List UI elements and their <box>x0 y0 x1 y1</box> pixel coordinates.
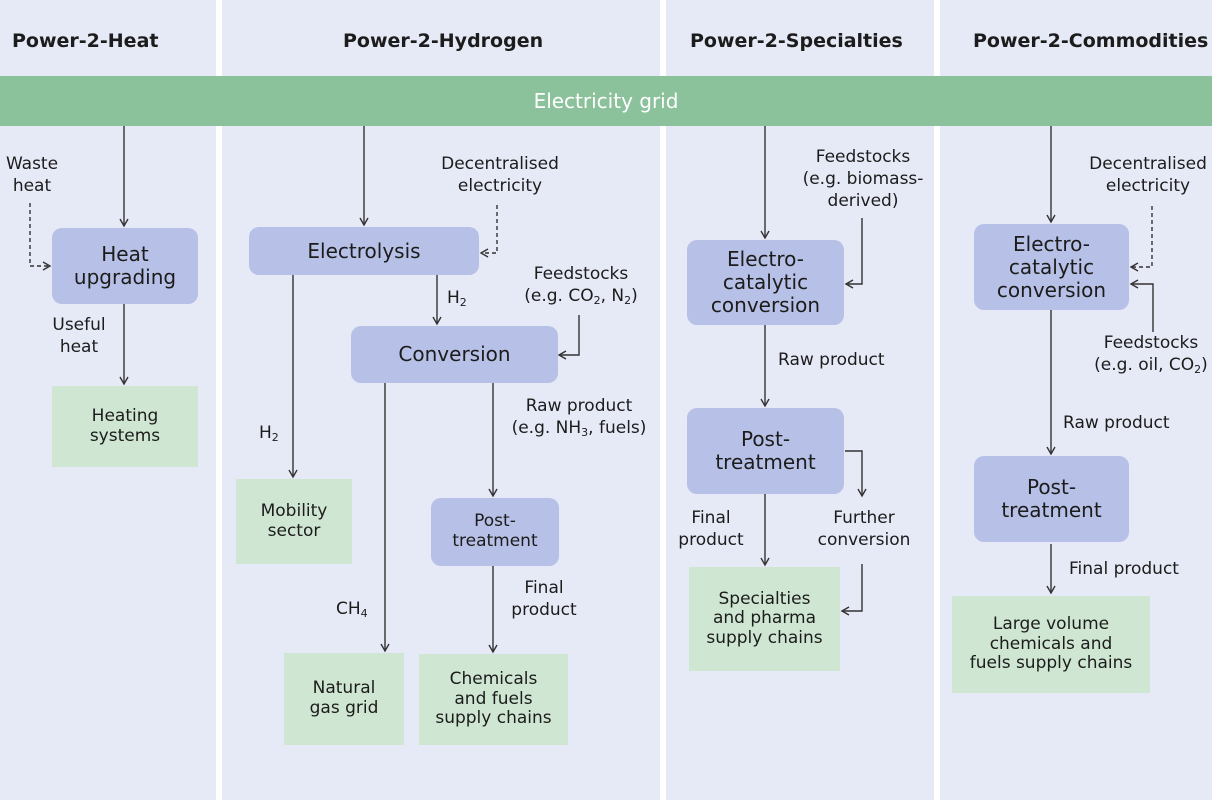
label-raw-product-spec: Raw product <box>778 350 885 370</box>
label-final-product-spec: Final product <box>678 508 744 551</box>
arrow-feedstocks-to-conversion <box>557 315 580 360</box>
process-electrolysis: Electrolysis <box>249 227 479 275</box>
label-raw-product-comm: Raw product <box>1063 413 1170 433</box>
column-title-commodities: Power-2-Commodities <box>973 30 1209 52</box>
arrow-feedstocks-to-electrocatalytic-comm <box>1129 279 1154 332</box>
process-post-treatment-h2: Post-treatment <box>431 498 559 566</box>
column-title-specialties: Power-2-Specialties <box>690 30 903 52</box>
arrow-decentral-to-electrolysis <box>479 205 498 258</box>
label-decentralised-electricity-comm: Decentralised electricity <box>1089 154 1207 197</box>
arrow-decentral-to-electrocatalytic-comm <box>1129 206 1153 272</box>
label-ch4: CH4 <box>336 599 368 620</box>
label-feedstocks-spec: Feedstocks (e.g. biomass- derived) <box>802 147 924 212</box>
process-post-treatment-spec: Post-treatment <box>687 408 844 494</box>
label-waste-heat: Waste heat <box>5 154 59 197</box>
label-useful-heat: Useful heat <box>52 315 106 358</box>
label-feedstocks-comm: Feedstocks (e.g. oil, CO2) <box>1094 333 1208 377</box>
arrow-post-to-further-conversion <box>845 450 867 498</box>
arrow-further-to-specialties <box>840 564 863 616</box>
electricity-grid-label: Electricity grid <box>533 89 679 113</box>
column-title-hydrogen: Power-2-Hydrogen <box>343 30 544 52</box>
label-further-conversion: Further conversion <box>817 508 911 551</box>
electricity-grid-bar: Electricity grid <box>0 76 1212 126</box>
label-h2-to-conversion: H2 <box>447 288 467 309</box>
label-final-product-h2: Final product <box>511 578 577 621</box>
label-final-product-comm: Final product <box>1069 559 1179 579</box>
label-feedstocks-h2: Feedstocks (e.g. CO2, N2) <box>524 264 638 308</box>
process-conversion: Conversion <box>351 326 558 383</box>
process-post-treatment-comm: Post-treatment <box>974 456 1129 542</box>
column-title-heat: Power-2-Heat <box>12 30 159 52</box>
arrow-feedstocks-to-electrocatalytic-spec <box>844 218 863 289</box>
label-raw-product-h2: Raw product (e.g. NH3, fuels) <box>511 396 647 440</box>
label-h2-to-mobility: H2 <box>259 423 279 444</box>
arrow-waste-heat <box>29 203 52 271</box>
label-decentralised-electricity-h2: Decentralised electricity <box>441 154 559 197</box>
